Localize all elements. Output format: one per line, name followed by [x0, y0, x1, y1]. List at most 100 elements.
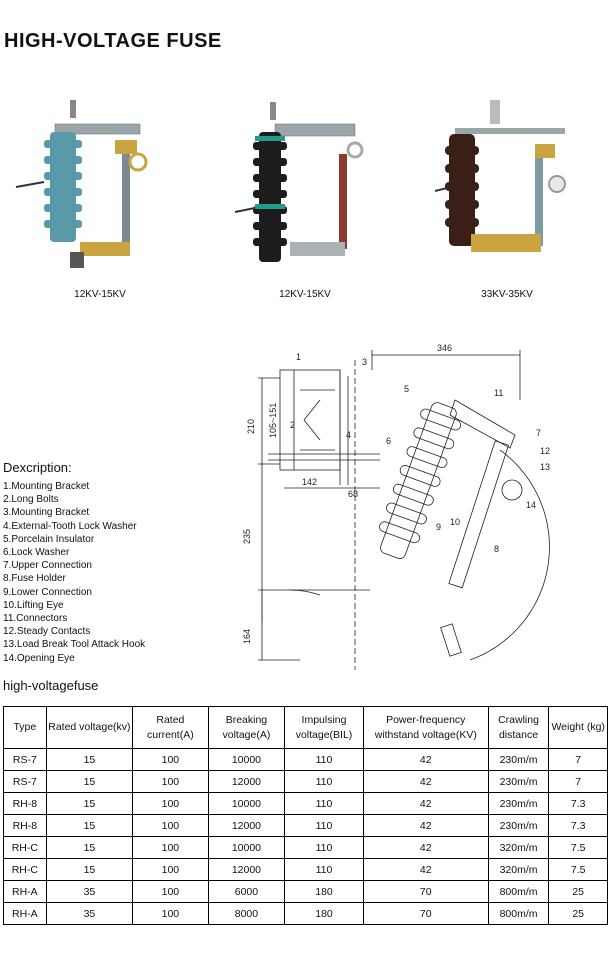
- cell-impulsing-voltage: 110: [284, 792, 364, 815]
- cell-breaking-voltage: 12000: [207, 814, 286, 837]
- dim-235: 235: [242, 529, 252, 544]
- cell-type: RH-C: [3, 858, 47, 881]
- cell-crawling-distance: 230m/m: [487, 814, 550, 837]
- callout-12: 12: [540, 446, 550, 456]
- cell-impulsing-voltage: 110: [284, 858, 364, 881]
- list-item: 9.Lower Connection: [3, 586, 92, 598]
- cell-power-frequency: 42: [362, 814, 489, 837]
- callout-3: 3: [362, 357, 367, 367]
- cell-rated-current: 100: [132, 836, 209, 859]
- cell-breaking-voltage: 10000: [207, 748, 286, 771]
- cell-type: RS-7: [3, 748, 47, 771]
- product-image-1: [10, 92, 170, 282]
- product-caption-2: 12KV-15KV: [279, 289, 331, 300]
- cell-rated-voltage: 15: [45, 836, 134, 859]
- cell-rated-voltage: 35: [45, 880, 134, 903]
- list-item: 5.Porcelain Insulator: [3, 533, 95, 545]
- cell-rated-current: 100: [132, 902, 209, 925]
- cell-power-frequency: 70: [362, 880, 489, 903]
- cell-impulsing-voltage: 110: [284, 836, 364, 859]
- list-item: 7.Upper Connection: [3, 560, 92, 572]
- cell-power-frequency: 70: [362, 902, 489, 925]
- cell-breaking-voltage: 10000: [207, 792, 286, 815]
- cell-type: RH-A: [3, 902, 47, 925]
- cell-crawling-distance: 230m/m: [487, 792, 550, 815]
- fuse-cutout-illustration: [234, 102, 364, 262]
- cell-rated-current: 100: [132, 792, 209, 815]
- fuse-cutout-illustration: [15, 100, 148, 268]
- product-image-2: [225, 92, 385, 282]
- list-item: 3.Mounting Bracket: [3, 507, 90, 519]
- list-item: 10.Lifting Eye: [3, 599, 64, 611]
- list-item: 11.Connectors: [3, 613, 68, 625]
- cell-crawling-distance: 230m/m: [487, 748, 550, 771]
- cell-weight: 7: [548, 770, 608, 793]
- cell-rated-voltage: 15: [45, 814, 134, 837]
- col-header-impulsing-voltage: Impulsing voltage(BIL): [284, 706, 364, 749]
- cell-weight: 25: [548, 902, 608, 925]
- dim-105-151: 105~151: [268, 403, 278, 438]
- cell-impulsing-voltage: 110: [284, 814, 364, 837]
- page-title: HIGH-VOLTAGE FUSE: [4, 30, 222, 52]
- cell-crawling-distance: 800m/m: [487, 902, 550, 925]
- product-caption-1: 12KV-15KV: [74, 289, 126, 300]
- cell-breaking-voltage: 8000: [207, 902, 286, 925]
- product-image-3: [430, 92, 595, 282]
- list-item: 8.Fuse Holder: [3, 573, 66, 585]
- col-header-crawling-distance: Crawling distance: [487, 706, 550, 749]
- cell-rated-current: 100: [132, 880, 209, 903]
- description-list: 1.Mounting Bracket 2.Long Bolts 3.Mounti…: [3, 480, 145, 665]
- cell-power-frequency: 42: [362, 770, 489, 793]
- cell-weight: 7.3: [548, 814, 608, 837]
- fuse-cutout-illustration: [430, 100, 566, 252]
- cell-breaking-voltage: 10000: [207, 836, 286, 859]
- callout-9: 9: [436, 522, 441, 532]
- col-header-weight: Weight (kg): [548, 706, 608, 749]
- cell-rated-voltage: 35: [45, 902, 134, 925]
- col-header-rated-voltage: Rated voltage(kv): [45, 706, 134, 749]
- cell-crawling-distance: 800m/m: [487, 880, 550, 903]
- description-title: Dexcription:: [3, 460, 72, 475]
- callout-7: 7: [536, 428, 541, 438]
- cell-type: RH-8: [3, 792, 47, 815]
- cell-weight: 7.5: [548, 836, 608, 859]
- cell-crawling-distance: 230m/m: [487, 770, 550, 793]
- cell-rated-voltage: 15: [45, 792, 134, 815]
- callout-2: 2: [290, 420, 295, 430]
- cell-rated-voltage: 15: [45, 858, 134, 881]
- cell-type: RH-8: [3, 814, 47, 837]
- cell-crawling-distance: 320m/m: [487, 858, 550, 881]
- cell-power-frequency: 42: [362, 748, 489, 771]
- list-item: 12.Steady Contacts: [3, 626, 91, 638]
- cell-rated-voltage: 15: [45, 748, 134, 771]
- callout-6: 6: [386, 436, 391, 446]
- cell-power-frequency: 42: [362, 792, 489, 815]
- cell-type: RH-C: [3, 836, 47, 859]
- callout-1: 1: [296, 352, 301, 362]
- cell-breaking-voltage: 12000: [207, 858, 286, 881]
- list-item: 14.Opening Eye: [3, 652, 75, 664]
- cell-impulsing-voltage: 110: [284, 770, 364, 793]
- col-header-breaking-voltage: Breaking voltage(A): [207, 706, 286, 749]
- callout-5: 5: [404, 384, 409, 394]
- callout-10: 10: [450, 517, 460, 527]
- dim-142: 142: [302, 477, 317, 487]
- dim-164: 164: [242, 629, 252, 644]
- cell-weight: 7: [548, 748, 608, 771]
- dim-346: 346: [437, 343, 452, 353]
- dim-68: 68: [348, 489, 358, 499]
- cell-impulsing-voltage: 110: [284, 748, 364, 771]
- col-header-type: Type: [3, 706, 47, 749]
- cell-rated-current: 100: [132, 770, 209, 793]
- list-item: 6.Lock Washer: [3, 547, 70, 559]
- list-item: 4.External-Tooth Lock Washer: [3, 520, 137, 532]
- cell-rated-current: 100: [132, 858, 209, 881]
- technical-drawing: 346 2 10 105~151 235 164 142 68: [240, 340, 615, 670]
- cell-type: RH-A: [3, 880, 47, 903]
